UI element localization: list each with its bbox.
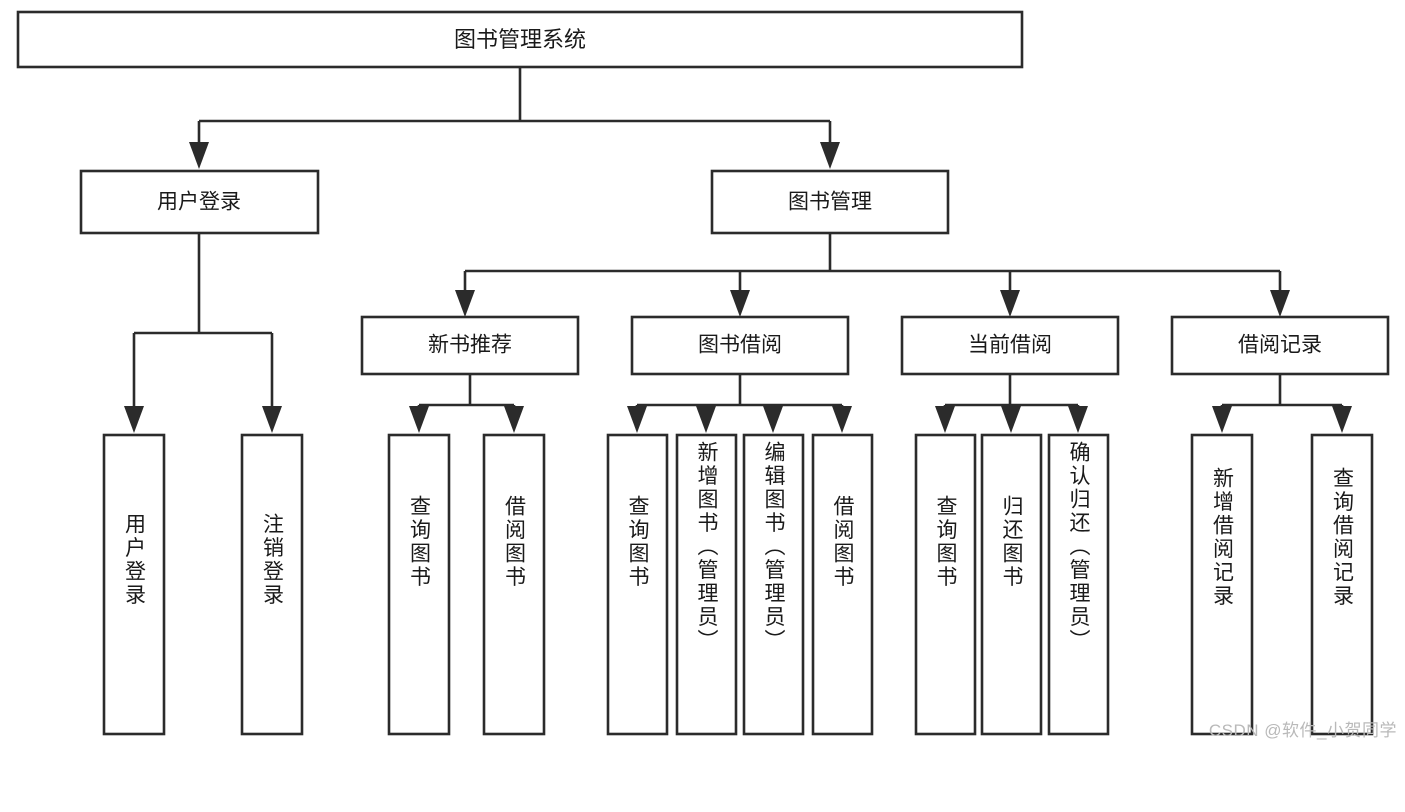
connector-group-borrow-record [1212, 374, 1352, 433]
arrow-bb-leaf-1-icon [627, 406, 647, 433]
node-leaf-query-book-2-box[interactable] [606, 433, 669, 736]
connector-group-root [189, 67, 840, 169]
node-leaf-query-book-1-box[interactable] [387, 433, 451, 736]
arrow-br-leaf-2-icon [1332, 406, 1352, 433]
arrow-root-to-book-management-icon [820, 142, 840, 169]
node-book-management[interactable]: 图书管理 [710, 169, 950, 235]
diagram-canvas-container: 图书管理系统 用户登录 图书管理 新书推荐 图书借阅 当前借阅 借阅记录 [16, 10, 1397, 740]
node-user-login[interactable]: 用户登录 [79, 169, 320, 235]
node-leaf-query-book-3-box[interactable] [914, 433, 977, 736]
node-leaf-add-record-box[interactable] [1190, 433, 1254, 736]
arrow-bb-leaf-4-icon [832, 406, 852, 433]
node-leaf-add-book-box[interactable] [675, 433, 738, 736]
node-leaf-return-book-box[interactable] [980, 433, 1043, 736]
arrow-bm-to-current-borrow-icon [1000, 290, 1020, 317]
node-leaf-user-login-box[interactable] [102, 433, 166, 736]
arrow-cb-leaf-1-icon [935, 406, 955, 433]
node-current-borrow-label: 当前借阅 [968, 334, 1052, 357]
node-user-login-box[interactable] [79, 169, 320, 235]
node-root-label: 图书管理系统 [454, 27, 586, 52]
node-leaf-query-record-box[interactable] [1310, 433, 1374, 736]
arrow-bm-to-borrow-record-icon [1270, 290, 1290, 317]
arrow-nbr-leaf-2-icon [504, 406, 524, 433]
arrow-cb-leaf-3-icon [1068, 406, 1088, 433]
connector-group-book-borrow [627, 374, 852, 433]
arrow-bm-to-book-borrow-icon [730, 290, 750, 317]
node-leaf-edit-book-box[interactable] [742, 433, 805, 736]
arrow-bb-leaf-2-icon [696, 406, 716, 433]
node-root[interactable]: 图书管理系统 [16, 10, 1024, 69]
node-book-management-box[interactable] [710, 169, 950, 235]
node-book-borrow-box[interactable] [630, 315, 850, 376]
node-book-borrow-label: 图书借阅 [698, 334, 782, 357]
node-current-borrow[interactable]: 当前借阅 [900, 315, 1120, 376]
arrow-bb-leaf-3-icon [763, 406, 783, 433]
node-book-management-label: 图书管理 [788, 191, 872, 214]
node-borrow-record[interactable]: 借阅记录 [1170, 315, 1390, 376]
arrow-bm-to-new-book-recommend-icon [455, 290, 475, 317]
node-leaf-borrow-book-2-box[interactable] [811, 433, 874, 736]
node-borrow-record-box[interactable] [1170, 315, 1390, 376]
connector-group-user-login [124, 233, 282, 433]
connector-group-current-borrow [935, 374, 1088, 433]
connector-group-new-book-recommend [409, 374, 524, 433]
node-borrow-record-label: 借阅记录 [1238, 334, 1322, 357]
node-leaf-logout-login-box[interactable] [240, 433, 304, 736]
connector-group-book-management [455, 233, 1290, 317]
arrow-nbr-leaf-1-icon [409, 406, 429, 433]
node-new-book-recommend[interactable]: 新书推荐 [360, 315, 580, 376]
node-book-borrow[interactable]: 图书借阅 [630, 315, 850, 376]
arrow-cb-leaf-2-icon [1001, 406, 1021, 433]
arrow-user-login-leaf-1-icon [124, 406, 144, 433]
arrow-user-login-leaf-2-icon [262, 406, 282, 433]
node-current-borrow-box[interactable] [900, 315, 1120, 376]
node-new-book-recommend-label: 新书推荐 [428, 334, 512, 357]
arrow-root-to-user-login-icon [189, 142, 209, 169]
node-root-box[interactable] [16, 10, 1024, 69]
hierarchy-diagram: 图书管理系统 用户登录 图书管理 新书推荐 图书借阅 当前借阅 借阅记录 [16, 10, 1390, 736]
node-leaf-confirm-return-box[interactable] [1047, 433, 1110, 736]
node-new-book-recommend-box[interactable] [360, 315, 580, 376]
node-leaf-borrow-book-1-box[interactable] [482, 433, 546, 736]
node-user-login-label: 用户登录 [157, 191, 241, 214]
arrow-br-leaf-1-icon [1212, 406, 1232, 433]
